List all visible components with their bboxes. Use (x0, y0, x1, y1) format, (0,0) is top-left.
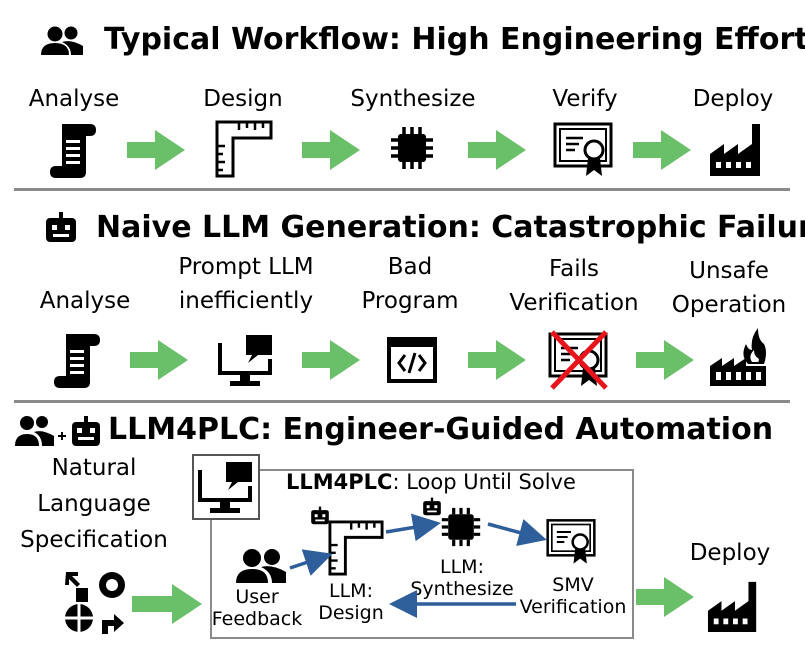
step-unsafe-line1: Unsafe (689, 258, 769, 284)
certificate-icon (546, 519, 596, 564)
computer-chat-icon (198, 462, 252, 513)
failed-certificate-icon (548, 330, 608, 390)
llm-synth-label: LLM: Synthesize (408, 556, 516, 600)
step-bad-line2: Program (361, 288, 459, 314)
user-feedback-line2: Feedback (211, 608, 303, 630)
design-to-synth-arrow (385, 513, 441, 542)
robot-icon (423, 497, 441, 516)
row2-title: Naive LLM Generation: Catastrophic Failu… (96, 210, 805, 245)
green-arrow (636, 577, 694, 617)
scroll-icon (50, 124, 96, 178)
smv-line2: Verification (519, 596, 627, 618)
factory-icon (707, 581, 757, 632)
step-unsafe-label: Unsafe Operation (664, 254, 794, 322)
smv-label: SMV Verification (518, 574, 628, 618)
users-icon (236, 549, 286, 583)
burning-factory-icon (710, 328, 766, 386)
step-prompt-label: Prompt LLM inefficiently (166, 250, 326, 318)
llm-design-label: LLM: Design (310, 580, 392, 624)
green-arrow (132, 584, 202, 624)
step-verify-label: Verify (552, 86, 618, 112)
step-fails-line1: Fails (549, 256, 599, 282)
green-arrow (468, 130, 526, 170)
step-bad-line1: Bad (387, 254, 433, 280)
chip-icon (391, 127, 433, 169)
scroll-icon (54, 334, 100, 388)
user-feedback-line1: User (235, 586, 279, 608)
robot-icon (46, 212, 76, 242)
step-deploy-label: Deploy (692, 86, 774, 112)
smv-line1: SMV (552, 574, 594, 596)
workflow-symbols-icon (65, 572, 125, 634)
green-arrow (302, 340, 360, 380)
green-arrow (130, 340, 188, 380)
green-arrow (633, 130, 691, 170)
llm-synth-line2: Synthesize (410, 578, 514, 600)
loop-box (210, 469, 634, 639)
chip-icon (441, 507, 481, 547)
spec-line3: Specification (20, 527, 168, 553)
computer-chat-icon (218, 335, 272, 386)
spec-line2: Language (37, 491, 151, 517)
step-prompt-line2: inefficiently (178, 288, 314, 314)
loop-title-rest: : Loop Until Solve (392, 470, 576, 494)
ruler-icon (215, 120, 273, 178)
step-bad-program-label: Bad Program (350, 250, 470, 318)
code-file-icon (387, 337, 437, 383)
green-arrow (468, 340, 526, 380)
loop-title: LLM4PLC: Loop Until Solve (286, 470, 576, 494)
section-divider (14, 400, 790, 403)
deploy-label: Deploy (689, 540, 771, 566)
user-feedback-label: User Feedback (208, 586, 306, 630)
synth-to-verify-arrow (487, 519, 547, 547)
llm-synth-line1: LLM: (440, 556, 484, 578)
feedback-to-design-arrow (289, 549, 333, 576)
factory-icon (710, 124, 760, 176)
robot-icon (311, 506, 329, 525)
user-robot-icon (15, 416, 100, 446)
step-unsafe-line2: Operation (671, 292, 787, 318)
step-analyse-label: Analyse (39, 288, 131, 314)
llm-design-line2: Design (318, 602, 384, 624)
loop-title-bold: LLM4PLC (286, 470, 393, 494)
step-prompt-line1: Prompt LLM (178, 254, 314, 280)
llm-design-line1: LLM: (329, 580, 373, 602)
section-divider (14, 188, 790, 191)
step-design-label: Design (203, 86, 283, 112)
spec-label: Natural Language Specification (14, 450, 174, 558)
green-arrow (127, 130, 185, 170)
users-icon (41, 26, 83, 55)
row3-title: LLM4PLC: Engineer-Guided Automation (108, 412, 774, 447)
certificate-icon (553, 122, 613, 176)
spec-line1: Natural (51, 455, 137, 481)
green-arrow (302, 130, 360, 170)
step-fails-label: Fails Verification (500, 252, 648, 320)
step-fails-line2: Verification (509, 290, 639, 316)
green-arrow (636, 340, 694, 380)
row1-title: Typical Workflow: High Engineering Effor… (104, 22, 805, 57)
step-synthesize-label: Synthesize (350, 86, 476, 112)
step-analyse-label: Analyse (28, 86, 120, 112)
